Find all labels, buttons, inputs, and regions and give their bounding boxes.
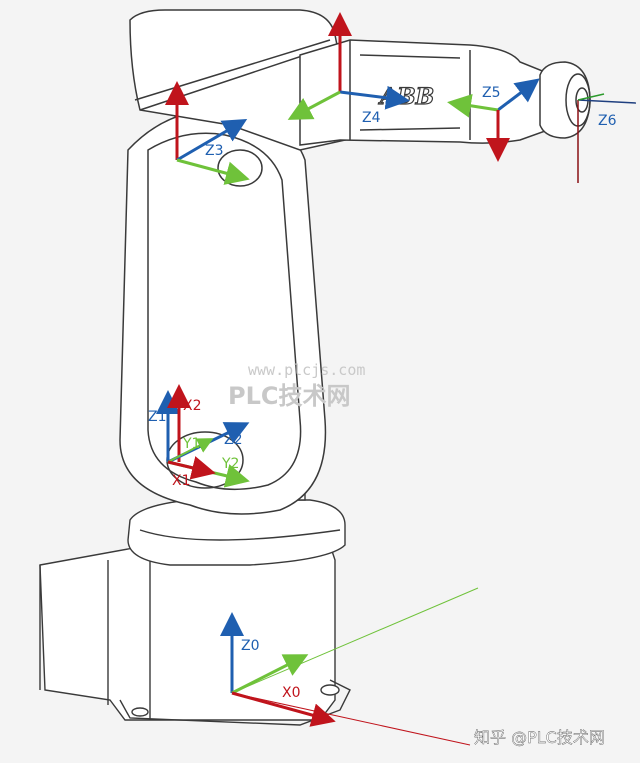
y5-arrow [447,93,499,118]
x2-label: X2 [183,398,202,414]
watermark-name: PLC技术网 [228,382,351,410]
z3-label: Z3 [205,143,224,159]
x0-arrow [231,691,336,727]
z2-label: Z2 [224,432,243,448]
frame-0: Z0 X0 [220,612,336,727]
z6-label: Z6 [598,113,617,129]
y1-arrow [167,438,214,463]
x0-extension-y [231,587,479,694]
x0-label: X0 [282,685,301,701]
z3-arrow [176,118,248,162]
z4-arrow [339,85,410,110]
frame-6: Z6 [577,93,637,183]
y4-arrow [287,90,341,120]
y0-arrow [231,654,309,695]
z6-axis-line [577,99,637,104]
z5-label: Z5 [482,85,501,101]
frame-5: Z5 [447,78,540,162]
x1-label: X1 [172,473,191,489]
y6-axis-line [577,93,605,101]
z4-label: Z4 [362,110,381,126]
credit-watermark: 知乎 @PLC技术网 [474,728,605,747]
z5-arrow [497,78,540,112]
z1-label: Z1 [148,409,167,425]
y3-arrow [176,158,250,185]
y1-label: Y1 [182,436,200,452]
frame-4: Z4 [287,12,410,126]
x0-extension-x [231,692,471,746]
x1-arrow [167,456,216,480]
watermark-url: www.plcjs.com [248,361,365,379]
frame-3: Z3 [165,81,250,185]
z0-label: Z0 [241,638,260,654]
robot-lower-arm [119,108,327,515]
y2-label: Y2 [221,456,239,472]
frame-1-2: Z1 X2 Y1 Z2 Y2 X1 [148,384,250,489]
